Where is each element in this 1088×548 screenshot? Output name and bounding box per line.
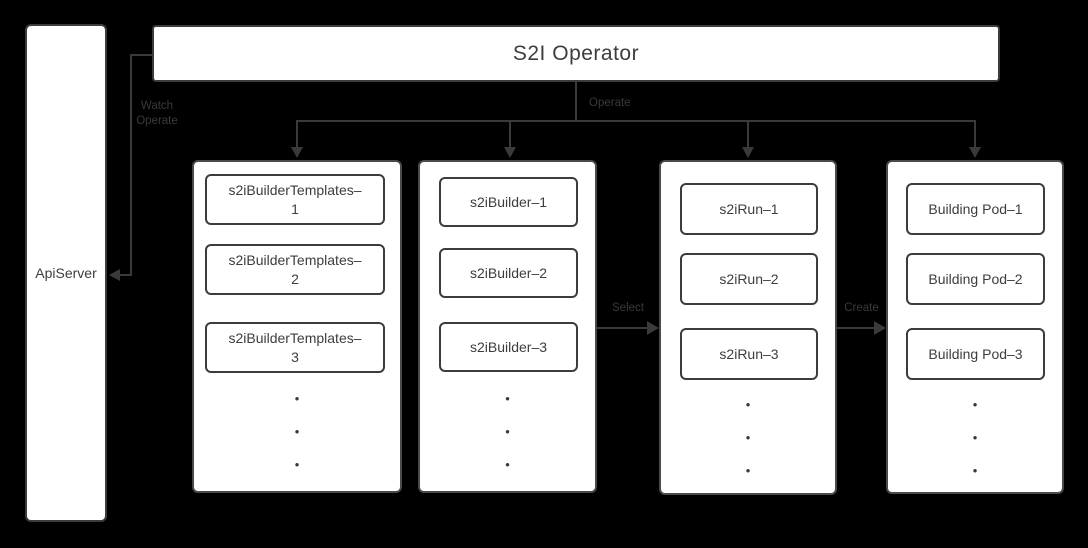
node-building-pod-3: Building Pod–3	[906, 328, 1045, 380]
panel-building-pod: Building Pod–1 Building Pod–2 Building P…	[886, 160, 1064, 494]
operate-edge-label: Operate	[589, 97, 631, 109]
panel-s2i-builder: s2iBuilder–1 s2iBuilder–2 s2iBuilder–3 •…	[418, 160, 597, 493]
api-server-node: ApiServer	[25, 24, 107, 522]
select-edge-arrowhead-icon	[647, 321, 659, 335]
operate-edge-stem	[575, 82, 577, 122]
operate-arrowhead-4-icon	[969, 147, 981, 158]
more-items-ellipsis: • • •	[294, 391, 300, 472]
api-server-label: ApiServer	[35, 265, 97, 281]
operate-drop-3	[747, 120, 749, 148]
node-s2i-run-1: s2iRun–1	[680, 183, 818, 235]
node-s2i-builder-templates-1: s2iBuilderTemplates– 1	[205, 174, 385, 225]
operate-drop-1	[296, 120, 298, 148]
watch-edge-arrowhead-icon	[109, 269, 120, 281]
watch-edge-label: Watch Operate	[136, 100, 178, 127]
operate-arrowhead-3-icon	[742, 147, 754, 158]
s2i-operator-title: S2I Operator	[512, 41, 640, 65]
s2i-operator-node: S2I Operator	[152, 25, 1000, 82]
panel-s2i-run: s2iRun–1 s2iRun–2 s2iRun–3 • • •	[659, 160, 837, 495]
select-edge-label: Select	[612, 302, 644, 314]
more-items-ellipsis: • • •	[505, 391, 510, 472]
select-edge-line	[597, 327, 648, 329]
watch-edge-vertical-segment	[130, 54, 132, 275]
panel-s2i-builder-templates: s2iBuilderTemplates– 1 s2iBuilderTemplat…	[192, 160, 402, 493]
create-edge-line	[837, 327, 875, 329]
node-s2i-run-2: s2iRun–2	[680, 253, 818, 305]
node-s2i-run-3: s2iRun–3	[680, 328, 818, 380]
operate-edge-bus	[296, 120, 976, 122]
node-s2i-builder-templates-2: s2iBuilderTemplates– 2	[205, 244, 385, 295]
create-edge-label: Create	[844, 302, 879, 314]
more-items-ellipsis: • • •	[972, 397, 978, 478]
watch-edge-bottom-segment	[118, 274, 132, 276]
more-items-ellipsis: • • •	[745, 397, 751, 478]
operate-arrowhead-1-icon	[291, 147, 303, 158]
node-s2i-builder-2: s2iBuilder–2	[439, 248, 578, 298]
node-s2i-builder-3: s2iBuilder–3	[439, 322, 578, 372]
node-building-pod-1: Building Pod–1	[906, 183, 1045, 235]
create-edge-arrowhead-icon	[874, 321, 886, 335]
operate-arrowhead-2-icon	[504, 147, 516, 158]
node-s2i-builder-templates-3: s2iBuilderTemplates– 3	[205, 322, 385, 373]
node-building-pod-2: Building Pod–2	[906, 253, 1045, 305]
operate-drop-2	[509, 120, 511, 148]
operate-drop-4	[974, 120, 976, 148]
watch-edge-top-segment	[130, 54, 152, 56]
node-s2i-builder-1: s2iBuilder–1	[439, 177, 578, 227]
